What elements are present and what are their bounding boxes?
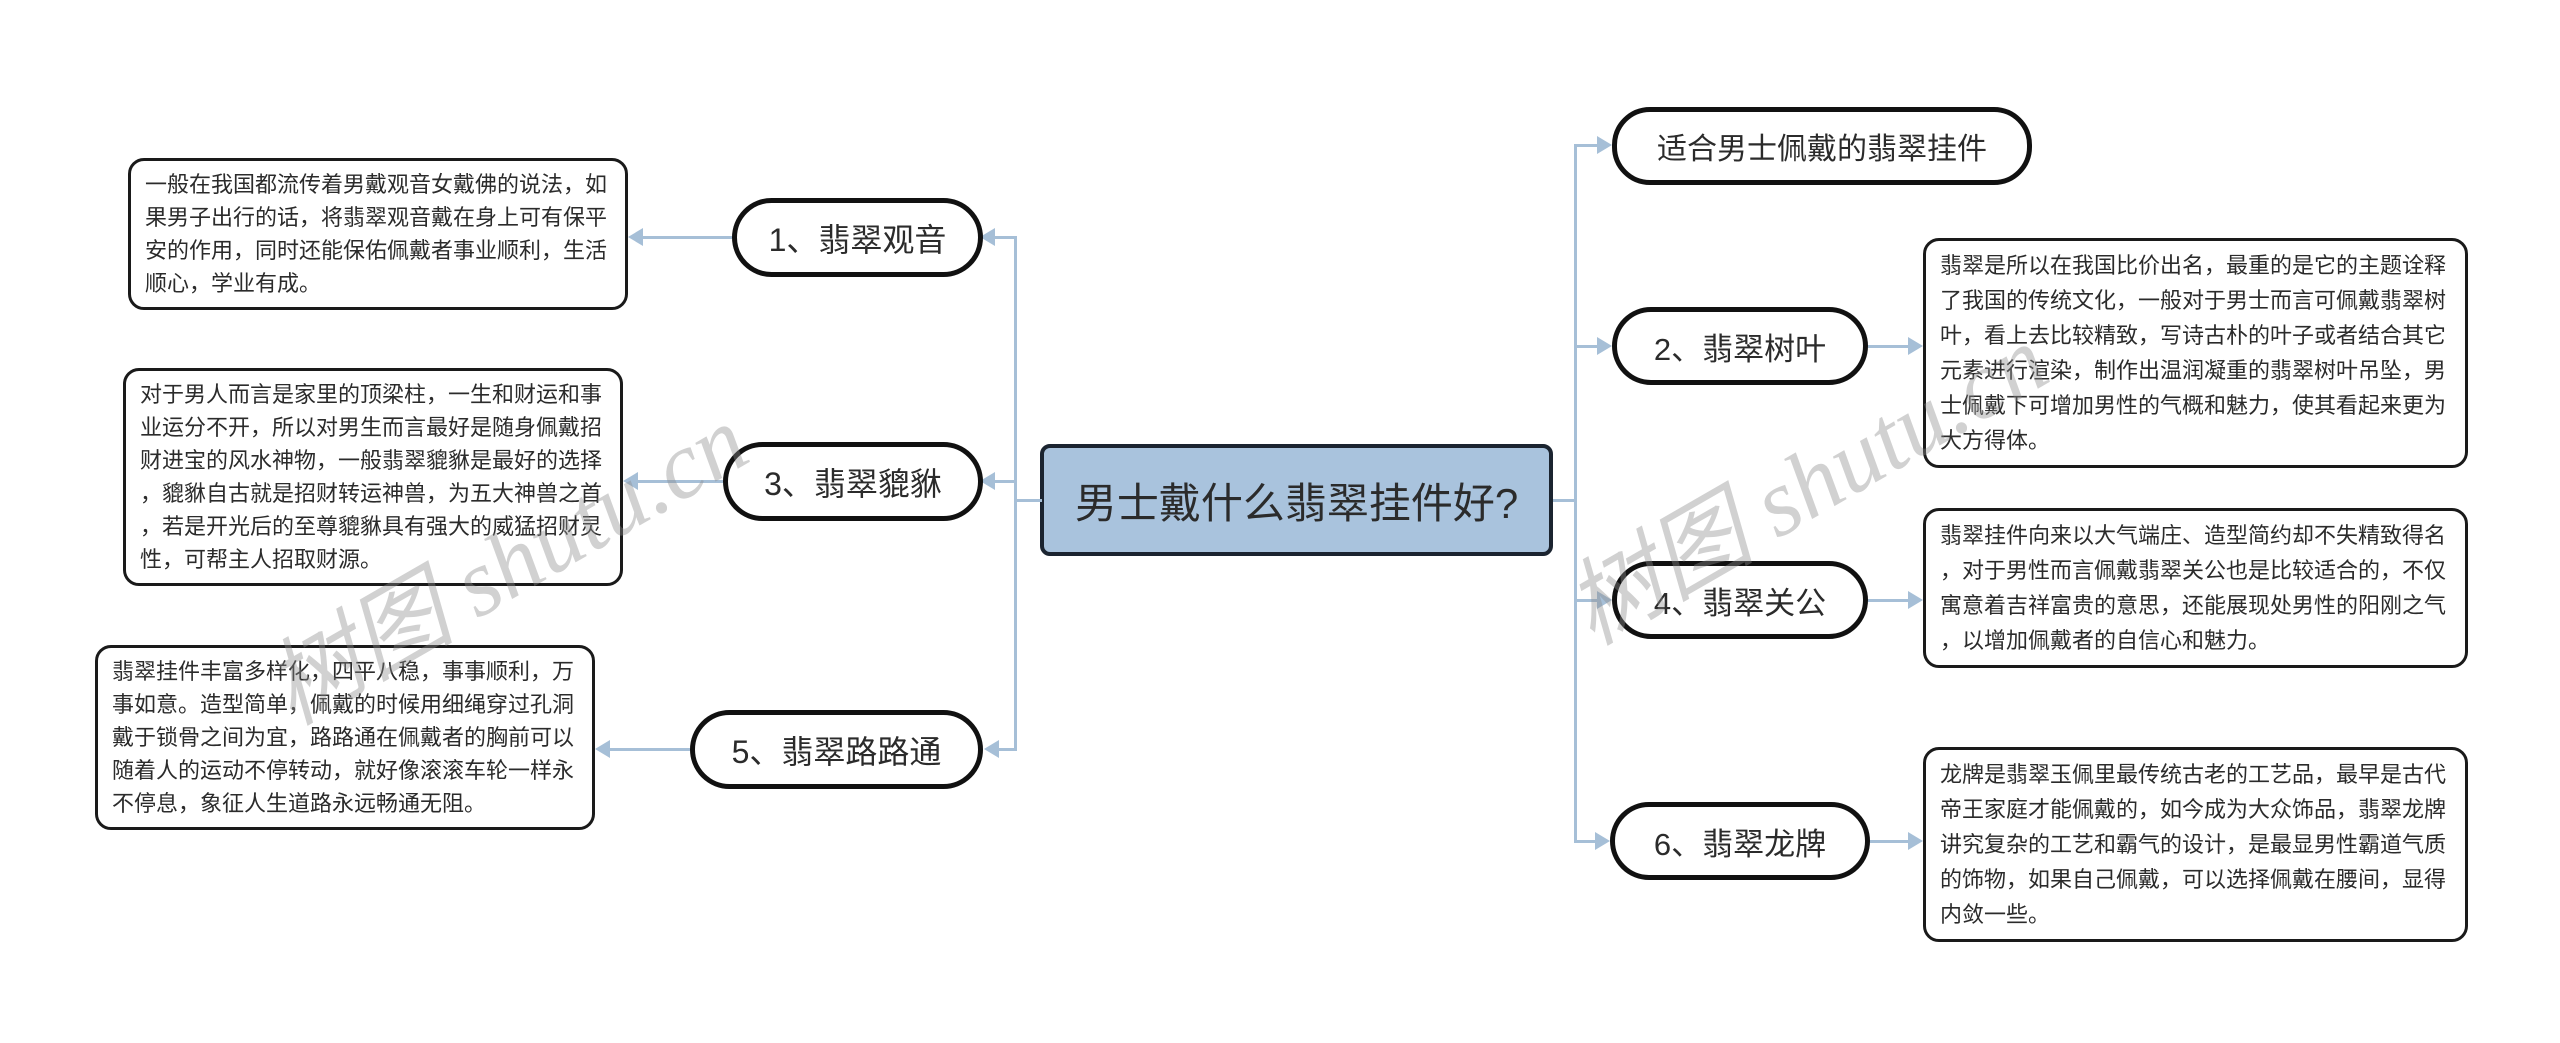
topic-node-guanyin[interactable]: 1、翡翠观音 xyxy=(732,198,983,277)
connector-branch-guanyin xyxy=(994,236,1016,239)
arrowhead-to-guangong-desc xyxy=(1908,591,1923,609)
connector-branch-longpai xyxy=(1576,840,1596,843)
arrowhead-to-category xyxy=(1597,136,1612,154)
connector-guangong-desc xyxy=(1868,599,1909,602)
topic-node-shuye[interactable]: 2、翡翠树叶 xyxy=(1612,307,1868,385)
connector-branch-guangong xyxy=(1576,599,1598,602)
topic-label: 5、翡翠路路通 xyxy=(731,733,942,770)
connector-pixiu-desc xyxy=(637,480,723,483)
arrowhead-to-guanyin-desc xyxy=(628,228,643,246)
arrowhead-to-shuye-desc xyxy=(1908,337,1923,355)
connector-lulutong-desc xyxy=(609,748,690,751)
description-text: 翡翠是所以在我国比价出名，最重的是它的主题诠释了我国的传统文化，一般对于男士而言… xyxy=(1940,253,2447,453)
description-box-guanyin[interactable]: 一般在我国都流传着男戴观音女戴佛的说法，如果男子出行的话，将翡翠观音戴在身上可有… xyxy=(128,158,628,310)
arrowhead-to-guanyin xyxy=(980,228,995,246)
category-label: 适合男士佩戴的翡翠挂件 xyxy=(1657,133,1987,166)
topic-node-guangong[interactable]: 4、翡翠关公 xyxy=(1612,561,1868,639)
connector-shuye-desc xyxy=(1868,345,1909,348)
topic-node-lulutong[interactable]: 5、翡翠路路通 xyxy=(690,710,983,789)
topic-node-pixiu[interactable]: 3、翡翠貔貅 xyxy=(723,442,983,521)
central-topic-label: 男士戴什么翡翠挂件好? xyxy=(1074,479,1519,527)
connector-center-right-stub xyxy=(1553,499,1576,502)
description-text: 龙牌是翡翠玉佩里最传统古老的工艺品，最早是古代帝王家庭才能佩戴的，如今成为大众饰… xyxy=(1940,762,2447,927)
connector-right-trunk xyxy=(1574,144,1577,843)
description-box-shuye[interactable]: 翡翠是所以在我国比价出名，最重的是它的主题诠释了我国的传统文化，一般对于男士而言… xyxy=(1923,238,2468,468)
arrowhead-to-shuye xyxy=(1597,337,1612,355)
description-box-pixiu[interactable]: 对于男人而言是家里的顶梁柱，一生和财运和事业运分不开，所以对男生而言最好是随身佩… xyxy=(123,368,623,586)
category-node[interactable]: 适合男士佩戴的翡翠挂件 xyxy=(1612,107,2032,185)
description-box-longpai[interactable]: 龙牌是翡翠玉佩里最传统古老的工艺品，最早是古代帝王家庭才能佩戴的，如今成为大众饰… xyxy=(1923,747,2468,942)
arrowhead-to-lulutong xyxy=(984,740,999,758)
connector-left-trunk xyxy=(1014,236,1017,751)
description-text: 翡翠挂件向来以大气端庄、造型简约却不失精致得名，对于男性而言佩戴翡翠关公也是比较… xyxy=(1940,523,2447,653)
topic-label: 3、翡翠貔貅 xyxy=(764,465,942,502)
arrowhead-to-longpai xyxy=(1595,832,1610,850)
arrowhead-to-pixiu-desc xyxy=(623,472,638,490)
connector-branch-lulutong xyxy=(998,748,1016,751)
topic-node-longpai[interactable]: 6、翡翠龙牌 xyxy=(1610,802,1870,880)
description-text: 对于男人而言是家里的顶梁柱，一生和财运和事业运分不开，所以对男生而言最好是随身佩… xyxy=(140,382,603,572)
arrowhead-to-guangong xyxy=(1597,591,1612,609)
arrowhead-to-pixiu xyxy=(980,472,995,490)
description-box-guangong[interactable]: 翡翠挂件向来以大气端庄、造型简约却不失精致得名，对于男性而言佩戴翡翠关公也是比较… xyxy=(1923,508,2468,668)
connector-center-left-stub xyxy=(1016,499,1042,502)
description-text: 一般在我国都流传着男戴观音女戴佛的说法，如果男子出行的话，将翡翠观音戴在身上可有… xyxy=(145,172,608,296)
connector-branch-pixiu xyxy=(994,480,1016,483)
description-box-lulutong[interactable]: 翡翠挂件丰富多样化，四平八稳，事事顺利，万事如意。造型简单，佩戴的时候用细绳穿过… xyxy=(95,645,595,830)
arrowhead-to-lulutong-desc xyxy=(595,740,610,758)
connector-guanyin-desc xyxy=(642,236,732,239)
topic-label: 2、翡翠树叶 xyxy=(1653,331,1827,367)
connector-longpai-desc xyxy=(1870,840,1909,843)
connector-branch-shuye xyxy=(1576,345,1598,348)
description-text: 翡翠挂件丰富多样化，四平八稳，事事顺利，万事如意。造型简单，佩戴的时候用细绳穿过… xyxy=(112,659,575,816)
topic-label: 6、翡翠龙牌 xyxy=(1653,826,1827,862)
topic-label: 4、翡翠关公 xyxy=(1653,585,1827,621)
topic-label: 1、翡翠观音 xyxy=(768,221,947,258)
connector-branch-category xyxy=(1576,144,1598,147)
central-topic-node[interactable]: 男士戴什么翡翠挂件好? xyxy=(1040,444,1553,556)
arrowhead-to-longpai-desc xyxy=(1908,832,1923,850)
